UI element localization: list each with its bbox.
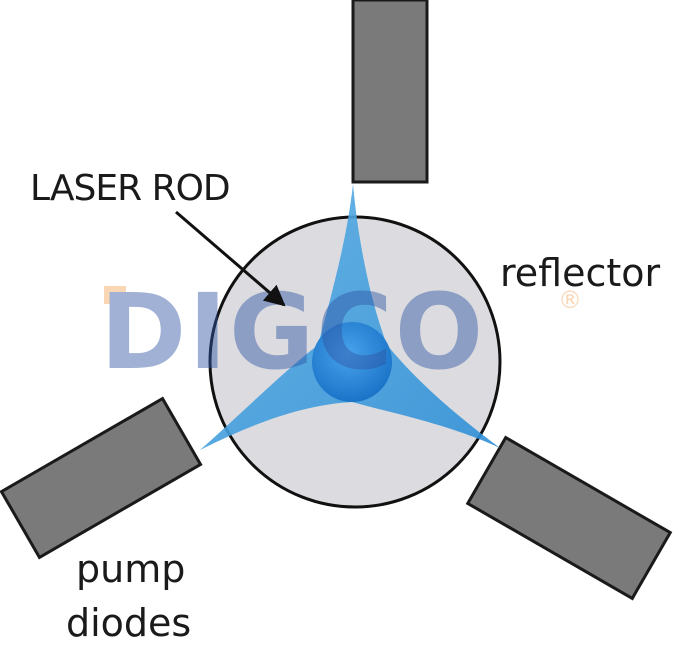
label-diodes: diodes [66, 601, 191, 645]
watermark-text: DIGCO [100, 271, 485, 393]
pump-diode-top [351, 0, 429, 184]
watermark-dot [104, 286, 126, 304]
label-reflector: reflector [500, 251, 661, 295]
pump-diode-right [465, 435, 673, 601]
laser-rod [312, 322, 392, 402]
laser-rod-arrow [175, 210, 286, 307]
watermark-registered-mark: ® [558, 286, 582, 314]
pump-beams [200, 184, 500, 450]
label-laser-rod: LASER ROD [30, 168, 230, 209]
pump-diode-left [0, 396, 203, 560]
watermark-logo: DIGCO ® [100, 271, 582, 393]
pump-diodes [0, 0, 673, 601]
label-pump: pump [76, 547, 185, 591]
